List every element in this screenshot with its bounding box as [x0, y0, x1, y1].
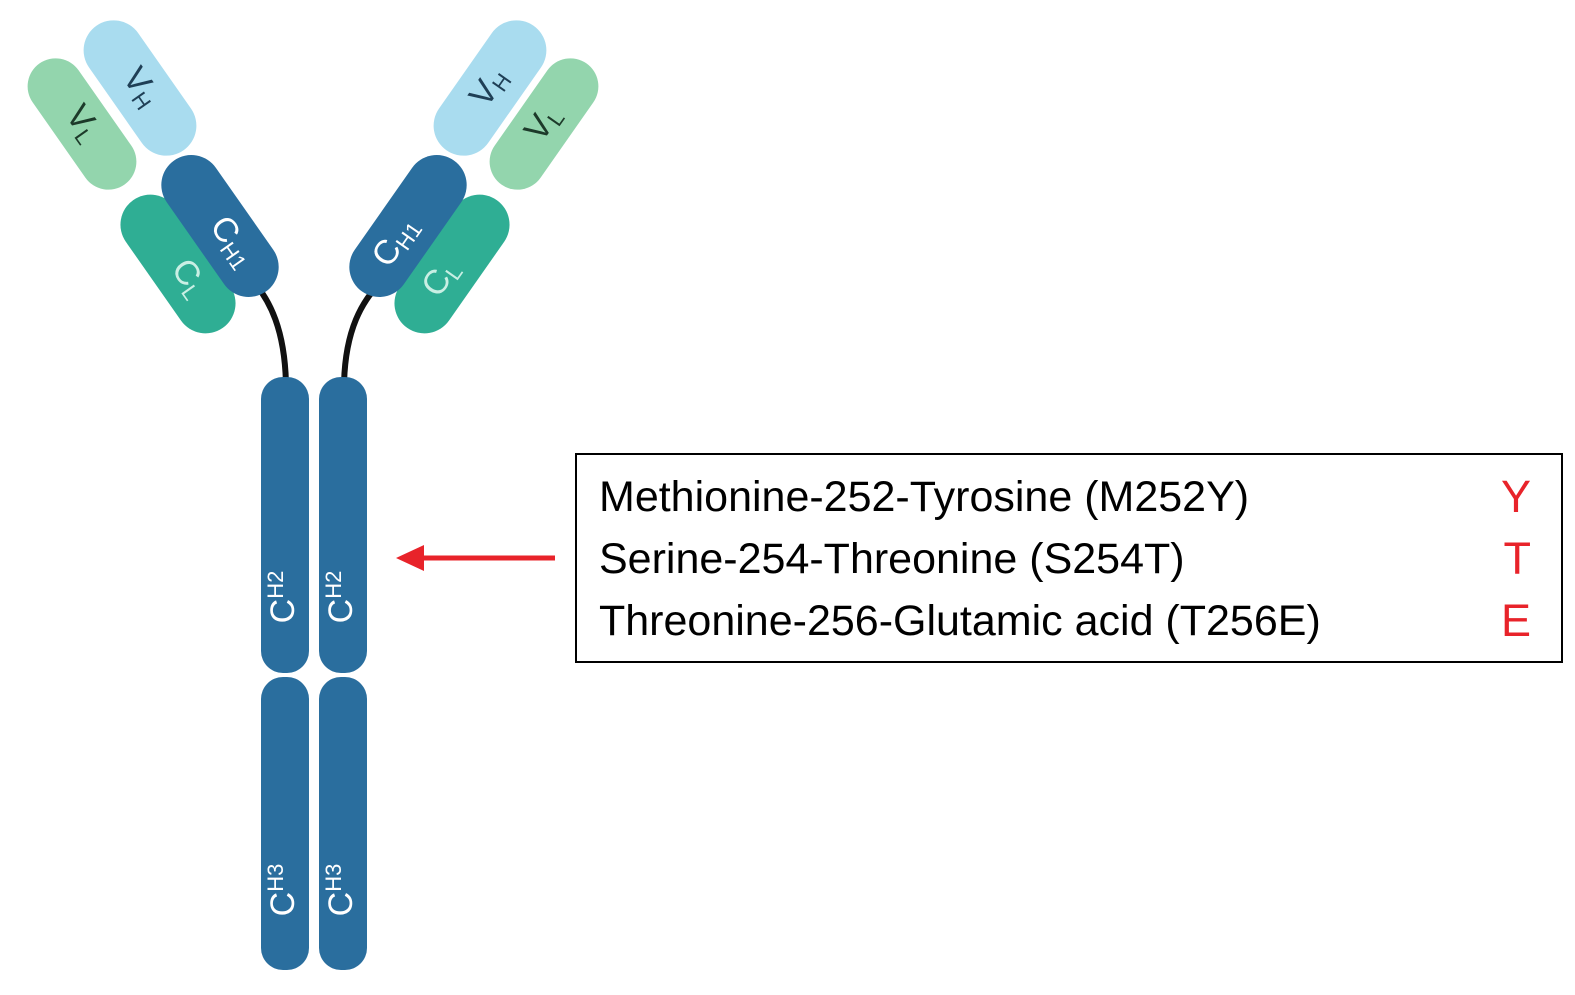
- mutation-row: Threonine-256-Glutamic acid (T256E) E: [599, 591, 1531, 651]
- mutation-letter: T: [1503, 533, 1532, 584]
- ch2-domain-right: [319, 377, 367, 673]
- vh-domain-right: [433, 20, 547, 156]
- mutation-letter: E: [1500, 595, 1531, 646]
- vl-domain-right: [489, 58, 599, 190]
- mutation-label: Threonine-256-Glutamic acid (T256E): [599, 597, 1321, 645]
- ch1-domain-left: [161, 155, 279, 297]
- arrow-head-icon: [396, 545, 424, 571]
- mutation-row: Methionine-252-Tyrosine (M252Y) Y: [599, 467, 1531, 527]
- ch2-label-left: CH2: [263, 571, 302, 624]
- ch1-domain-right: [349, 155, 467, 297]
- ch2-domain-left: [261, 377, 309, 673]
- mutation-label: Methionine-252-Tyrosine (M252Y): [599, 473, 1250, 521]
- ch3-domain-right: [319, 677, 367, 970]
- mutation-letter: Y: [1500, 471, 1531, 522]
- mutation-legend-box: Methionine-252-Tyrosine (M252Y) Y Serine…: [575, 453, 1563, 663]
- vl-domain-left: [27, 58, 137, 190]
- ch2-label-right: CH2: [321, 571, 360, 624]
- vh-domain-left: [83, 20, 197, 156]
- mutation-row: Serine-254-Threonine (S254T) T: [599, 529, 1531, 589]
- ch3-label-left: CH3: [263, 864, 302, 917]
- mutation-label: Serine-254-Threonine (S254T): [599, 535, 1185, 583]
- ch3-domain-left: [261, 677, 309, 970]
- cl-domain-right: [394, 194, 510, 334]
- cl-domain-left: [120, 194, 236, 334]
- ch3-label-right: CH3: [321, 864, 360, 917]
